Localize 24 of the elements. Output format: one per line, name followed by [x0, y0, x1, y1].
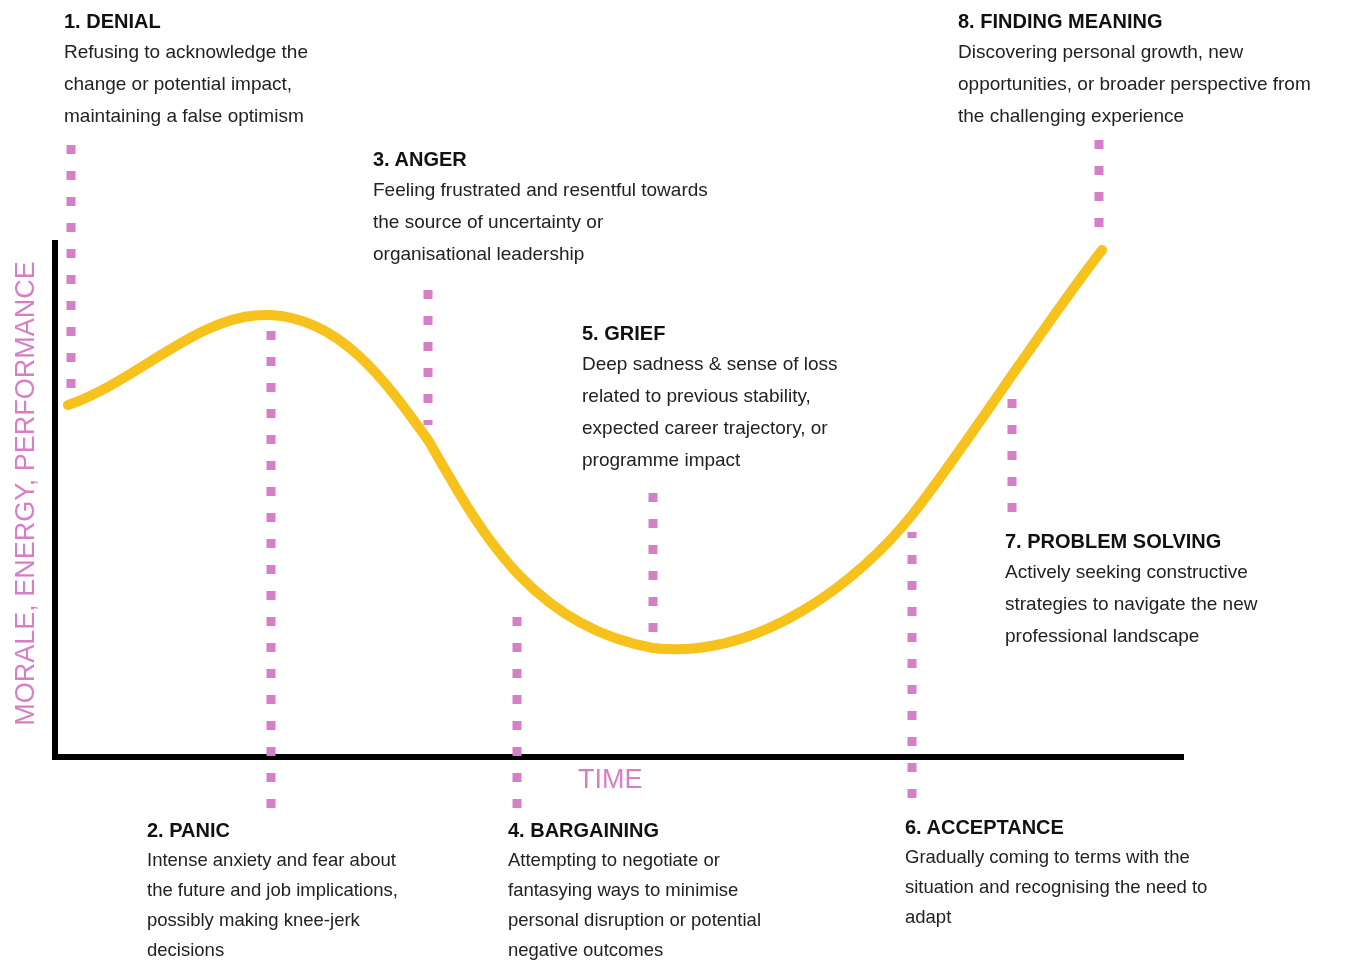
stage-description: Discovering personal growth, new opportunities, or broader perspective from the challenging experience: [958, 40, 1312, 128]
leader-line: [266, 330, 276, 808]
y-axis-label: MORALE, ENERGY, PERFORMANCE: [9, 260, 41, 728]
stage-description: Refusing to acknowledge the change or potential impact, maintaining a false optimism: [64, 40, 309, 128]
stage-heading: 5. GRIEF: [582, 321, 667, 346]
stage-description: Feeling frustrated and resentful towards the source of uncertainty or organisational leadership: [373, 178, 709, 266]
leader-line: [512, 615, 522, 808]
stage-description: Intense anxiety and fear about the future and job implications, possibly making knee-jerk decisions: [147, 848, 399, 962]
stage-description: Gradually coming to terms with the situation and recognising the need to adapt: [905, 845, 1209, 929]
x-axis-label: TIME: [578, 764, 643, 795]
stage-heading: 2. PANIC: [147, 818, 231, 843]
stage-description: Actively seeking constructive strategies to navigate the new professional landscape: [1005, 560, 1259, 648]
stage-heading: 4. BARGAINING: [508, 818, 661, 843]
leader-line: [66, 145, 76, 390]
leader-line: [907, 532, 917, 798]
stage-heading: 3. ANGER: [373, 147, 468, 172]
stage-heading: 8. FINDING MEANING: [958, 9, 1164, 34]
stage-heading: 7. PROBLEM SOLVING: [1005, 529, 1223, 554]
stage-description: Attempting to negotiate or fantasying ways to minimise personal disruption or potential negative outcomes: [508, 848, 762, 962]
leader-line: [423, 290, 433, 425]
stage-description: Deep sadness & sense of loss related to previous stability, expected career trajectory, or programme impact: [582, 352, 839, 472]
stage-heading: 1. DENIAL: [64, 9, 162, 34]
stage-heading: 6. ACCEPTANCE: [905, 815, 1065, 840]
leader-line: [648, 493, 658, 633]
